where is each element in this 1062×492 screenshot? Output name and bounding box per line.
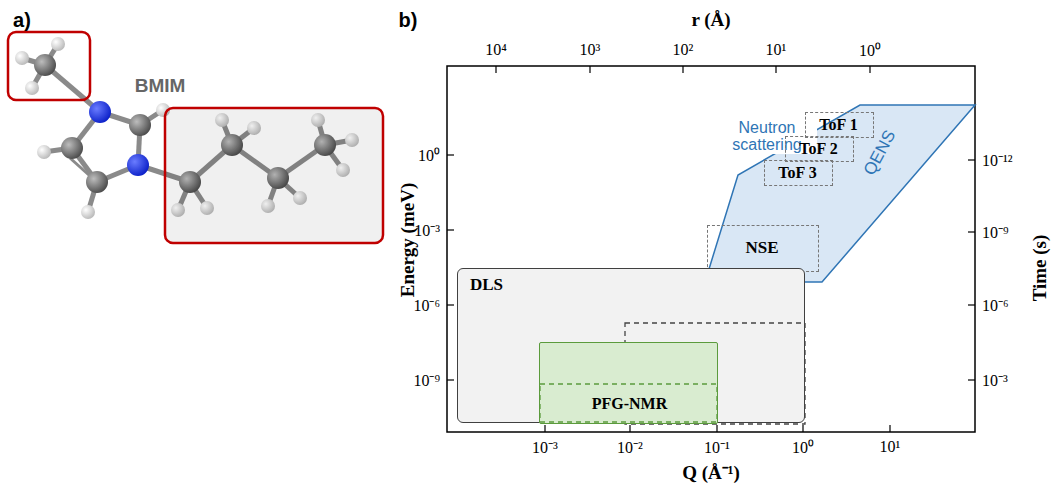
atom <box>129 114 151 136</box>
node-label: ToF 3 <box>765 161 831 184</box>
tick-label: 10⁻³ <box>414 219 440 241</box>
axis-title: Time (s) <box>1029 235 1051 302</box>
technique-region: DLS PFG-NMR <box>457 268 805 423</box>
atom <box>25 81 39 95</box>
tick-label: 10⁰ <box>418 144 440 166</box>
technique-box: ToF 2 <box>785 136 854 162</box>
atom <box>37 145 51 159</box>
tick <box>495 66 496 73</box>
atom <box>15 51 29 65</box>
tick <box>544 425 545 432</box>
tick <box>716 425 717 432</box>
atom <box>34 54 56 76</box>
tick <box>629 425 630 432</box>
tick-label: 10⁻³ <box>532 436 558 458</box>
tick-label: 10⁻³ <box>982 369 1008 391</box>
tick-label: 10² <box>673 41 694 59</box>
node-label: PFG-NMR <box>540 385 719 423</box>
tick <box>447 304 454 305</box>
highlight-box <box>8 32 90 100</box>
tick-label: 10⁰ <box>859 39 881 61</box>
plot-frame <box>447 66 975 432</box>
molecule-name: BMIM <box>135 75 186 97</box>
tick-label: 10⁴ <box>485 41 507 59</box>
axis-title: Energy (meV) <box>397 183 419 298</box>
tick-label: 10⁻⁶ <box>982 294 1009 316</box>
tick <box>968 159 975 160</box>
tick-label: 10⁻¹ <box>704 436 730 458</box>
tick <box>447 379 454 380</box>
tick-label: 10⁻² <box>617 436 643 458</box>
axis-title: r (Å) <box>691 9 730 31</box>
technique-region: PFG-NMR <box>539 342 718 424</box>
tick-label: 10⁻⁹ <box>413 369 440 391</box>
atom <box>127 154 149 176</box>
tick-label: 10⁻⁹ <box>982 221 1009 243</box>
atom <box>81 205 95 219</box>
tick-label: 10¹ <box>766 41 787 59</box>
axis-title: Q (Å⁻¹) <box>682 459 740 485</box>
panel-letter: a) <box>13 9 31 32</box>
technique-box: NSE <box>707 225 819 272</box>
technique-box: ToF 3 <box>764 160 833 186</box>
highlight-box <box>165 108 383 243</box>
atom <box>61 137 83 159</box>
tick-label: 10¹ <box>880 438 901 456</box>
tick <box>802 425 803 432</box>
axis-ticks <box>447 66 975 432</box>
tick <box>447 229 454 230</box>
node-label: NSE <box>708 226 817 270</box>
panel-letter: b) <box>399 9 418 32</box>
atom <box>51 37 65 51</box>
tick <box>968 379 975 380</box>
measurement-region: Neutron scatteringQENSToF 1ToF 2ToF 3NSE <box>705 105 975 282</box>
tick-label: 10⁻⁶ <box>413 294 440 316</box>
atom <box>89 101 111 123</box>
tick <box>682 66 683 73</box>
atom <box>86 171 108 193</box>
tick <box>889 425 890 432</box>
tick <box>968 231 975 232</box>
tick-label: 10³ <box>580 41 601 59</box>
tick-label: 10⁻¹² <box>982 149 1013 171</box>
tick <box>589 66 590 73</box>
double-bond <box>70 158 90 176</box>
tick-label: 10⁰ <box>792 436 814 458</box>
tick <box>968 304 975 305</box>
region-fill <box>705 105 975 282</box>
technique-box: ToF 1 <box>805 112 874 138</box>
node-label: ToF 1 <box>806 113 872 136</box>
tick <box>775 66 776 73</box>
tick <box>447 154 454 155</box>
tick <box>869 66 870 73</box>
node-label: ToF 2 <box>786 137 852 160</box>
node-label: DLS <box>470 275 503 295</box>
